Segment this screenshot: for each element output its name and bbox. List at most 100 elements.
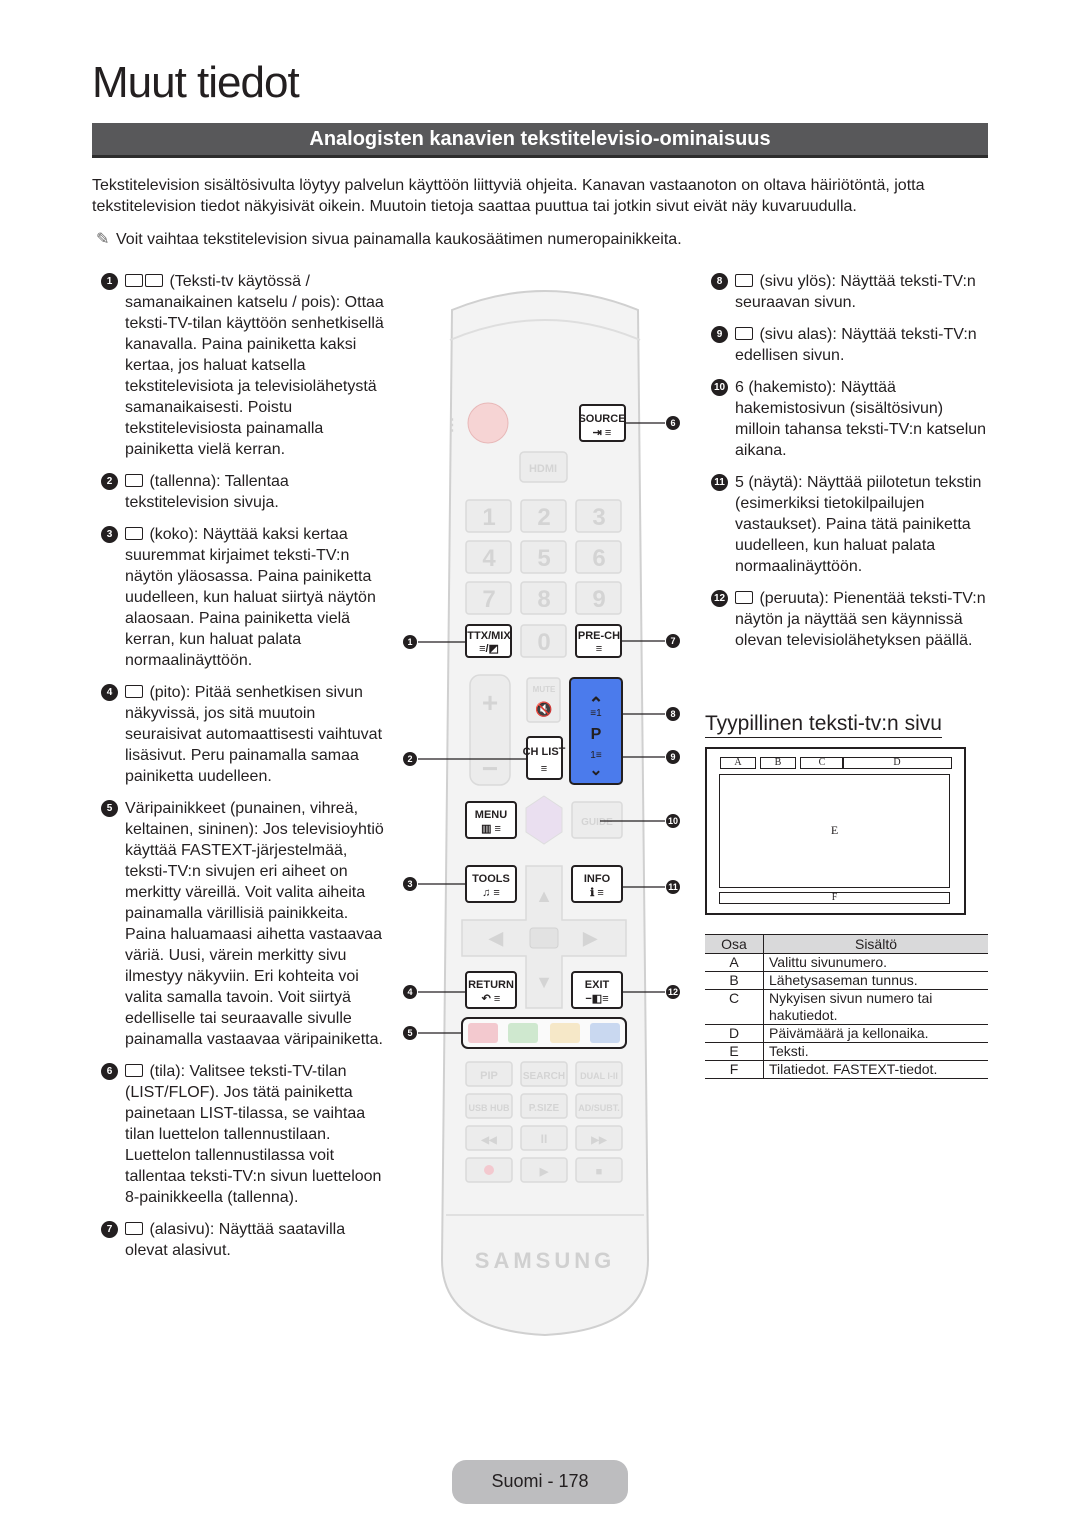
mute-button — [526, 677, 561, 723]
svg-text:♫ ≡: ♫ ≡ — [482, 887, 500, 899]
svg-text:▼: ▼ — [535, 972, 553, 992]
mode-icon — [125, 1064, 143, 1077]
item-number: 2 — [101, 473, 118, 490]
item-number: 3 — [101, 526, 118, 543]
table-header: Osa — [705, 934, 764, 954]
item-text: (alasivu): Näyttää saatavilla olevat ala… — [125, 1221, 346, 1259]
page-footer: Suomi - 178 — [452, 1460, 628, 1504]
blue-button — [590, 1023, 620, 1043]
svg-text:RETURN: RETURN — [468, 979, 514, 991]
item-text: (koko): Näyttää kaksi kertaa suuremmat k… — [125, 526, 376, 669]
table-cell: A — [705, 953, 764, 972]
svg-text:7: 7 — [670, 636, 675, 646]
table-cell: Nykyisen sivun numero tai hakutiedot. — [763, 989, 988, 1025]
list-item: 3 (koko): Näyttää kaksi kertaa suuremmat… — [101, 524, 391, 671]
list-item: 9 (sivu alas): Näyttää teksti-TV:n edell… — [711, 324, 991, 366]
ttx-label-b: B — [760, 757, 796, 769]
svg-text:CH LIST: CH LIST — [523, 746, 566, 758]
svg-text:2: 2 — [537, 504, 550, 531]
cancel-icon — [735, 591, 753, 604]
hold-icon — [125, 685, 143, 698]
power-button — [467, 402, 509, 444]
svg-text:🔇: 🔇 — [535, 701, 552, 718]
item-text: (sivu alas): Näyttää teksti-TV:n edellis… — [735, 326, 977, 364]
svg-text:MUTE: MUTE — [533, 685, 556, 694]
table-cell: B — [705, 971, 764, 990]
svg-text:P.SIZE: P.SIZE — [529, 1103, 560, 1114]
table-cell: Päivämäärä ja kellonaika. — [763, 1024, 988, 1043]
ttx-label-e: E — [830, 823, 839, 837]
svg-text:⋮: ⋮ — [444, 417, 460, 434]
svg-text:◀: ◀ — [488, 928, 504, 948]
svg-text:ℹ ≡: ℹ ≡ — [590, 887, 604, 899]
svg-text:6: 6 — [670, 418, 675, 428]
svg-text:EXIT: EXIT — [585, 979, 610, 991]
svg-text:PIP: PIP — [480, 1070, 498, 1082]
svg-text:9: 9 — [592, 586, 605, 613]
svg-text:◀◀: ◀◀ — [480, 1135, 497, 1146]
info-button — [571, 865, 623, 903]
guide-button — [571, 801, 623, 839]
size-icon — [125, 527, 143, 540]
svg-text:8: 8 — [537, 586, 550, 613]
typical-page-heading: Tyypillinen teksti-tv:n sivu — [705, 712, 942, 738]
svg-text:SAMSUNG: SAMSUNG — [475, 1248, 615, 1273]
svg-text:0: 0 — [537, 629, 550, 656]
volume-rocker — [469, 674, 511, 786]
remote-control-illustration: .rbody { fill:#f3f3f3; stroke:#d0d0d0; s… — [403, 290, 680, 1337]
svg-text:12: 12 — [668, 987, 678, 997]
svg-text:HDMI: HDMI — [529, 463, 557, 475]
items-right: 8 (sivu ylös): Näyttää teksti-TV:n seura… — [711, 271, 991, 662]
svg-text:▶: ▶ — [539, 1166, 549, 1178]
svg-text:2: 2 — [407, 754, 412, 764]
digit-buttons: 1 2 3 4 5 6 7 8 9 0 — [465, 499, 622, 658]
svg-text:USB HUB: USB HUB — [468, 1103, 510, 1113]
pencil-icon: ✎ — [96, 231, 110, 248]
ttx-label-a: A — [720, 757, 756, 769]
svg-text:INFO: INFO — [584, 873, 611, 885]
smart-hub-button — [525, 795, 563, 845]
hdmi-button — [519, 451, 568, 483]
table-cell: D — [705, 1024, 764, 1043]
svg-text:10: 10 — [668, 816, 678, 826]
svg-text:7: 7 — [482, 586, 495, 613]
svg-text:▶▶: ▶▶ — [590, 1135, 608, 1146]
item-number: 9 — [711, 326, 728, 343]
list-item: 12 (peruuta): Pienentää teksti-TV:n näyt… — [711, 588, 991, 651]
page-up-icon — [735, 274, 753, 287]
svg-text:≡/◩: ≡/◩ — [479, 643, 499, 655]
ttx-label-d: D — [842, 757, 952, 769]
svg-text:MENU: MENU — [475, 809, 507, 821]
svg-text:PRE-CH: PRE-CH — [578, 630, 620, 642]
svg-text:AD/SUBT.: AD/SUBT. — [578, 1103, 620, 1113]
item-text: (Teksti-tv käytössä / samanaikainen kats… — [125, 273, 384, 458]
svg-text:■: ■ — [596, 1166, 603, 1178]
item-number: 7 — [101, 1221, 118, 1238]
table-cell: C — [705, 989, 764, 1025]
teletext-icon — [125, 274, 143, 287]
svg-text:6: 6 — [592, 545, 605, 572]
intro-paragraph: Tekstitelevision sisältösivulta löytyy p… — [92, 177, 925, 215]
return-button — [465, 971, 517, 1009]
svg-text:TTX/MIX: TTX/MIX — [467, 630, 511, 642]
table-cell: Lähetysaseman tunnus. — [763, 971, 988, 990]
svg-text:▲: ▲ — [535, 886, 553, 906]
svg-text:3: 3 — [592, 504, 605, 531]
store-icon — [125, 474, 143, 487]
svg-text:SOURCE: SOURCE — [578, 413, 625, 425]
list-item: 6 (tila): Valitsee teksti-TV-tilan (LIST… — [101, 1061, 391, 1208]
item-number: 8 — [711, 273, 728, 290]
item-text: 5 (näytä): Näyttää piilotetun tekstin (e… — [735, 474, 982, 575]
ch-list-button — [526, 736, 563, 780]
item-text: (tallenna): Tallentaa tekstitelevision s… — [125, 473, 289, 511]
svg-text:5: 5 — [407, 1028, 412, 1038]
svg-text:3: 3 — [407, 879, 412, 889]
note-text: Voit vaihtaa tekstitelevision sivua pain… — [116, 231, 682, 248]
